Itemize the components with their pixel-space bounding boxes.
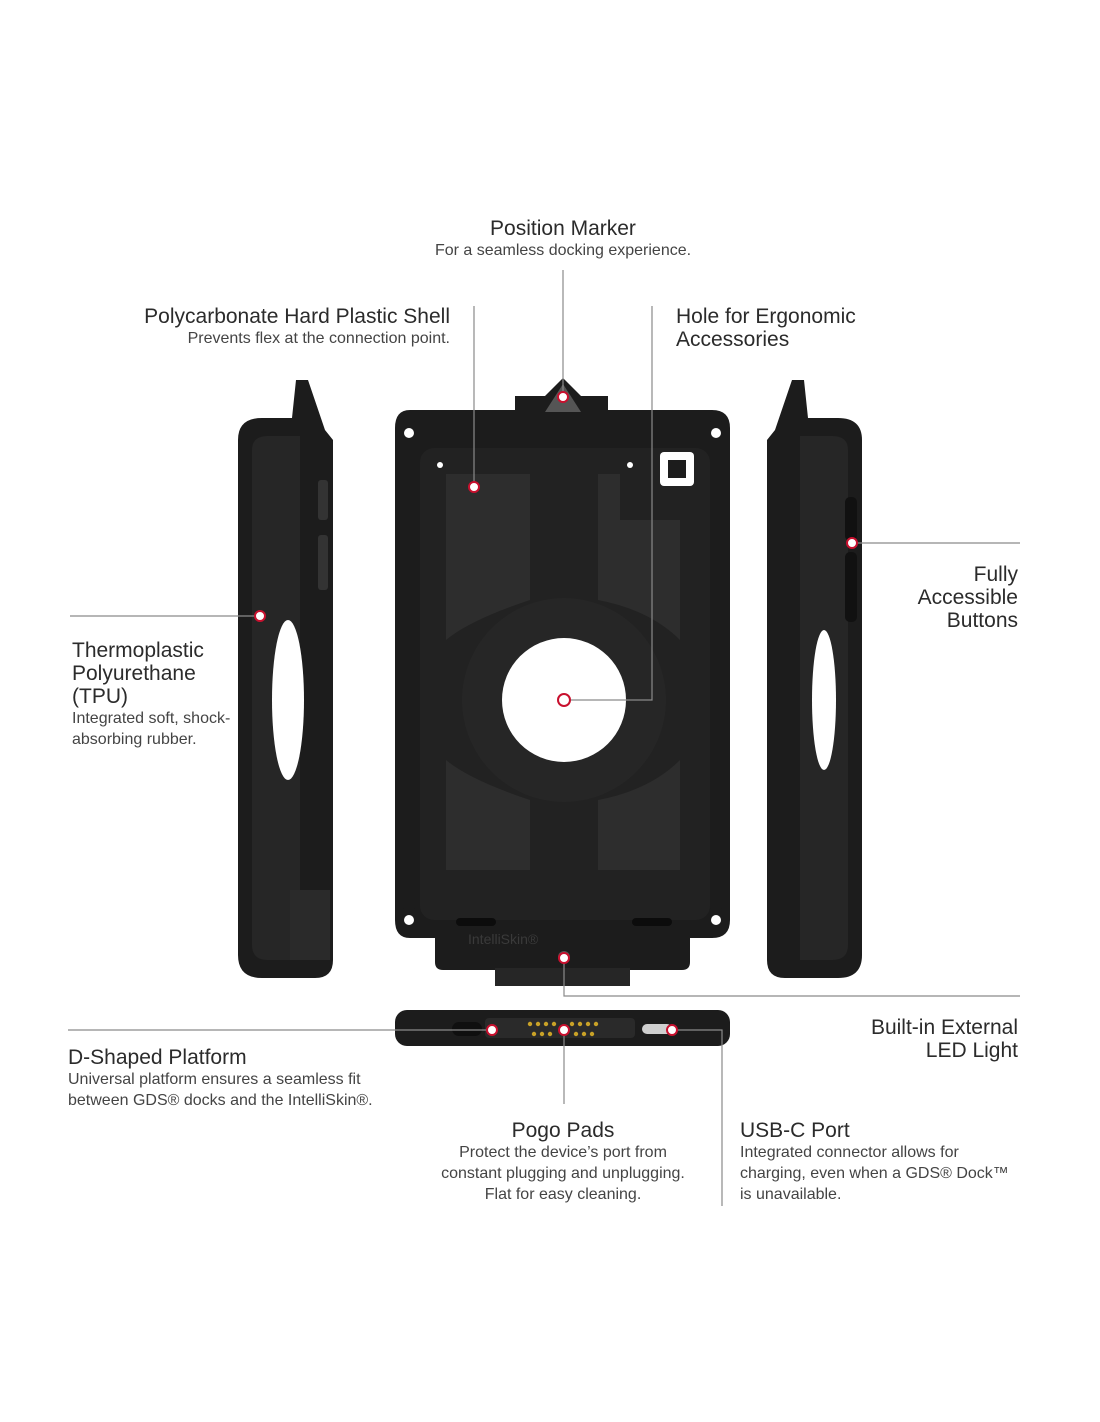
callout-desc: Integrated soft, shock- absorbing rubber…	[72, 710, 231, 748]
callout-title: Pogo Pads	[511, 1119, 615, 1142]
callout-position-marker: Position Marker For a seamless docking e…	[363, 217, 763, 261]
callout-desc: Integrated connector allows for charging…	[740, 1144, 1009, 1203]
callout-led: Built-in External LED Light	[788, 1016, 1018, 1062]
callout-desc: Prevents flex at the connection point.	[187, 330, 450, 347]
callout-ergonomic-hole: Hole for Ergonomic Accessories	[676, 305, 976, 351]
marker-usbc	[666, 1024, 678, 1036]
marker-tpu	[254, 610, 266, 622]
callout-markers	[254, 391, 858, 1036]
callout-title: Polycarbonate Hard Plastic Shell	[144, 305, 450, 328]
back-view	[395, 378, 730, 986]
callout-title: Built-in External LED Light	[870, 1016, 1018, 1062]
callout-title: Hole for Ergonomic Accessories	[676, 305, 856, 351]
callout-title: Position Marker	[490, 217, 636, 240]
callout-desc: Universal platform ensures a seamless fi…	[68, 1071, 373, 1109]
callout-buttons: Fully Accessible Buttons	[818, 563, 1018, 632]
callout-polycarbonate: Polycarbonate Hard Plastic Shell Prevent…	[60, 305, 450, 349]
marker-led	[558, 952, 570, 964]
callout-desc: Protect the device’s port from constant …	[441, 1144, 685, 1203]
callout-usbc: USB-C Port Integrated connector allows f…	[740, 1119, 1040, 1205]
callout-title: USB-C Port	[740, 1119, 850, 1142]
callout-title: Thermoplastic Polyurethane (TPU)	[72, 639, 204, 708]
brand-mark: IntelliSkin®	[468, 931, 539, 947]
callout-pogo: Pogo Pads Protect the device’s port from…	[413, 1119, 713, 1205]
right-side-view	[767, 380, 862, 978]
callout-title: Fully Accessible Buttons	[917, 563, 1018, 632]
callout-tpu: Thermoplastic Polyurethane (TPU) Integra…	[72, 639, 272, 750]
callout-desc: For a seamless docking experience.	[434, 242, 692, 259]
callout-d-platform: D-Shaped Platform Universal platform ens…	[68, 1046, 428, 1111]
leader-lines	[68, 270, 1020, 1206]
marker-buttons	[846, 537, 858, 549]
marker-shell	[468, 481, 480, 493]
callout-title: D-Shaped Platform	[68, 1046, 247, 1069]
marker-hole	[557, 693, 571, 707]
marker-position	[557, 391, 569, 403]
marker-platform	[486, 1024, 498, 1036]
marker-pogo	[558, 1024, 570, 1036]
left-side-view	[238, 380, 333, 978]
